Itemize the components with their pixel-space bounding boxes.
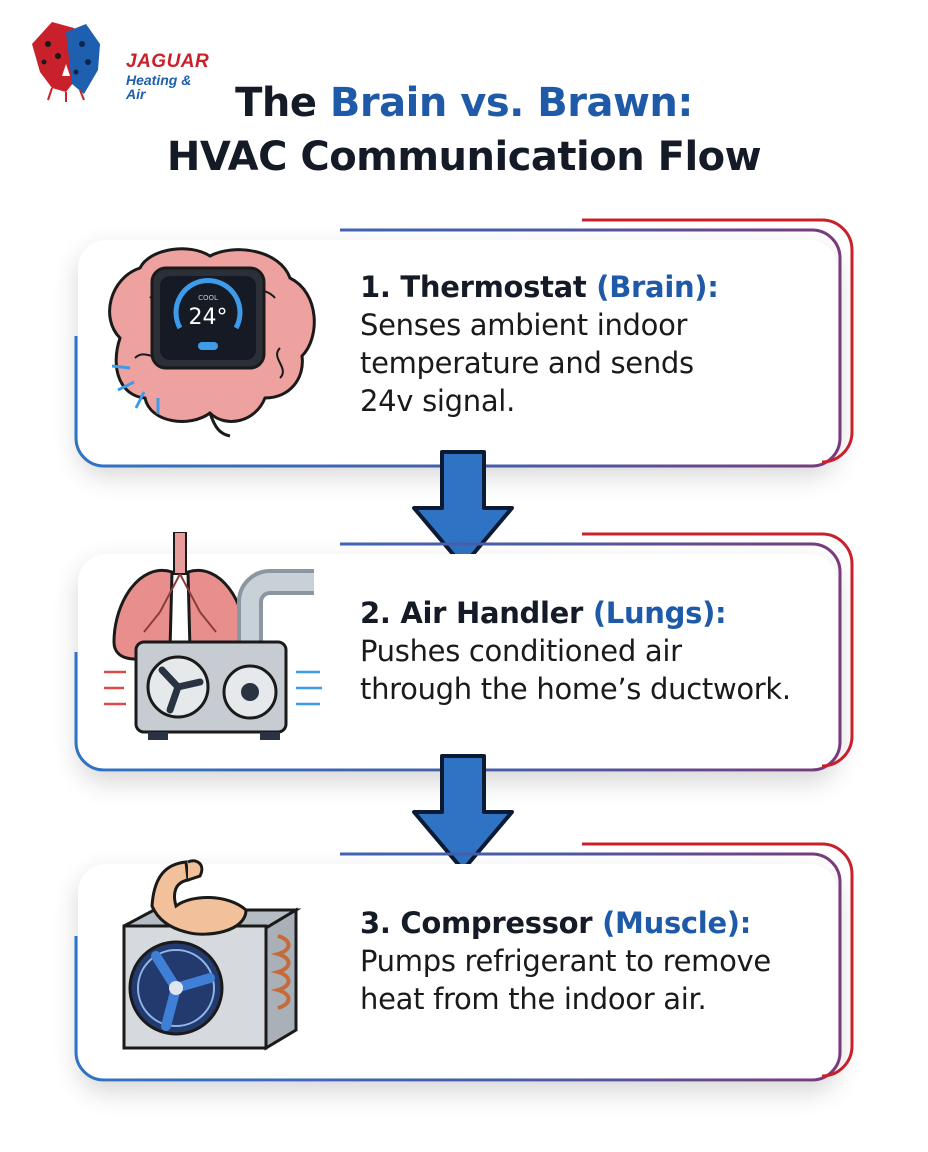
jaguar-head-icon (32, 22, 100, 102)
step-1-line-2: temperature and sends (360, 346, 694, 380)
card-border (74, 218, 854, 468)
brain-thermostat-icon: COOL 24° (108, 247, 316, 438)
page-title: The Brain vs. Brawn: HVAC Communication … (0, 76, 928, 184)
display-mode: COOL (198, 294, 218, 302)
down-arrow-icon (412, 754, 514, 872)
step-3-line-2: heat from the indoor air. (360, 982, 707, 1016)
step-card-2: 2. Air Handler (Lungs): Pushes condition… (70, 526, 854, 778)
step-2-heading-main: 2. Air Handler (360, 596, 593, 630)
title-prefix: The (235, 80, 330, 126)
step-1-heading: 1. Thermostat (Brain): (360, 268, 719, 306)
display-temp: 24° (189, 305, 228, 330)
down-arrow-icon (412, 450, 514, 568)
step-card-3: 3. Compressor (Muscle): Pumps refrigeran… (70, 836, 854, 1088)
step-2-heading: 2. Air Handler (Lungs): (360, 594, 791, 632)
step-2-line-1: Pushes conditioned air (360, 634, 682, 668)
step-2-line-2: through the home’s ductwork. (360, 672, 791, 706)
step-1-line-3: 24v signal. (360, 384, 515, 418)
card-border (74, 532, 854, 772)
step-1-heading-accent: (Brain): (596, 270, 719, 304)
lungs-air-handler-icon (104, 532, 322, 740)
step-3-heading-main: 3. Compressor (360, 906, 603, 940)
muscle-compressor-icon (122, 859, 302, 1051)
title-accent: Brain vs. Brawn: (329, 80, 693, 126)
brand-logo: JAGUAR Heating & Air (22, 14, 209, 104)
step-3-heading: 3. Compressor (Muscle): (360, 904, 771, 942)
title-line2: HVAC Communication Flow (166, 134, 762, 180)
card-border (74, 842, 854, 1082)
step-card-1: COOL 24° 1. Thermostat (Brain): Senses a… (70, 212, 854, 474)
step-1-heading-main: 1. Thermostat (360, 270, 597, 304)
step-2-heading-accent: (Lungs): (592, 596, 727, 630)
step-3-heading-accent: (Muscle): (602, 906, 752, 940)
brand-tagline: Heating & Air (126, 72, 192, 102)
step-3-line-1: Pumps refrigerant to remove (360, 944, 771, 978)
step-1-line-1: Senses ambient indoor (360, 308, 688, 342)
brand-name: JAGUAR (126, 51, 210, 72)
